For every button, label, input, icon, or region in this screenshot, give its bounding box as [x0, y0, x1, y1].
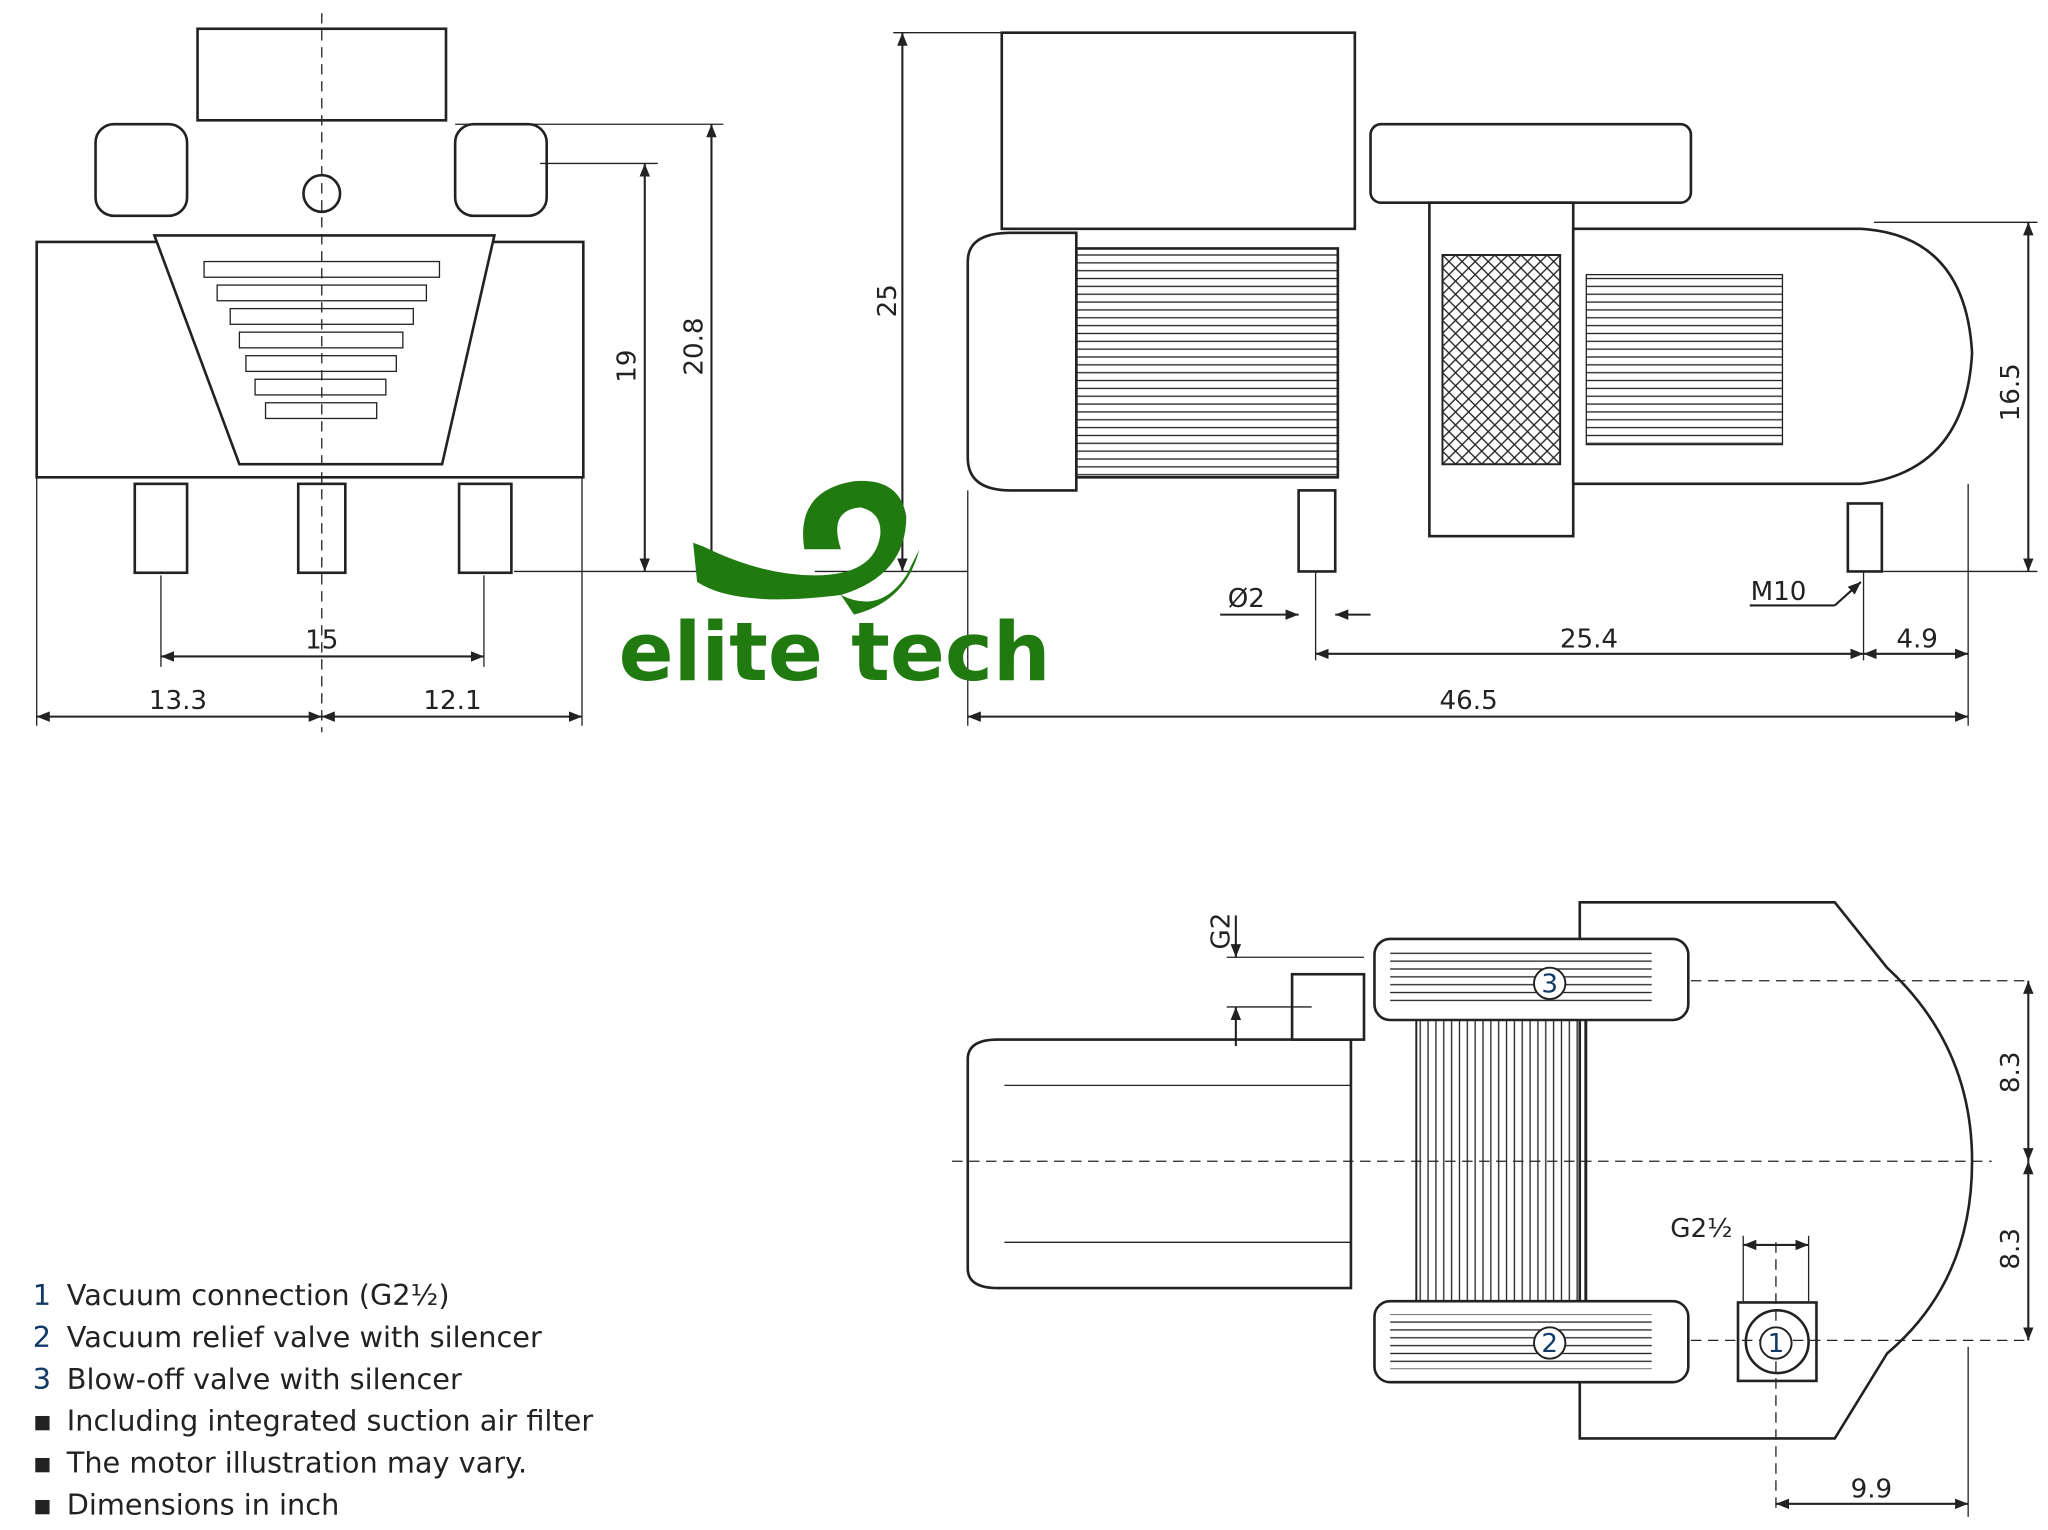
legend-item: Including integrated suction air filter: [67, 1404, 594, 1438]
callout-3: 3: [1541, 970, 1558, 1000]
dim-12-1: 12.1: [423, 686, 481, 716]
dim-13-3: 13.3: [149, 686, 207, 716]
dim-19: 19: [613, 350, 643, 383]
dim-g2: G2: [1206, 913, 1236, 950]
dim-25: 25: [873, 284, 903, 317]
elite-tech-logo: elite tech: [619, 480, 1051, 700]
legend-item: The motor illustration may vary.: [66, 1445, 527, 1479]
dim-20-8: 20.8: [679, 317, 709, 375]
legend-bullet: ▪: [33, 1404, 53, 1438]
dim-16-5: 16.5: [1996, 363, 2026, 421]
dim-15: 15: [305, 626, 338, 656]
legend-item: Vacuum connection (G2½): [67, 1278, 450, 1312]
label-m10: M10: [1751, 577, 1807, 607]
dim-8-3-lower: 8.3: [1996, 1228, 2026, 1270]
legend-bullet: ▪: [33, 1445, 53, 1479]
legend-marker: 2: [33, 1320, 51, 1354]
dim-4-9: 4.9: [1896, 624, 1938, 654]
legend-item: Dimensions in inch: [67, 1487, 340, 1521]
dim-9-9: 9.9: [1851, 1474, 1893, 1504]
legend-item: Blow-off valve with silencer: [67, 1362, 462, 1396]
logo-text: elite tech: [619, 606, 1051, 700]
dim-46-5: 46.5: [1440, 686, 1498, 716]
legend-item: Vacuum relief valve with silencer: [67, 1320, 542, 1354]
top-view: G2 8.3 8.3 G2½ 9.9 3 2 1: [952, 901, 2034, 1517]
front-view: 15 13.3 12.1 19 20.8: [35, 13, 737, 733]
callout-1: 1: [1768, 1329, 1785, 1359]
dim-g2-half: G2½: [1670, 1214, 1732, 1244]
dim-dia-2: Ø2: [1228, 584, 1265, 614]
legend: 1 Vacuum connection (G2½) 2 Vacuum relie…: [33, 1278, 594, 1521]
legend-marker: 1: [33, 1278, 51, 1312]
side-view: 25 16.5 Ø2 25.4 4.9 46.5 M10: [814, 31, 2038, 726]
callout-2: 2: [1541, 1329, 1558, 1359]
legend-bullet: ▪: [33, 1487, 53, 1521]
legend-marker: 3: [33, 1362, 51, 1396]
dim-25-4: 25.4: [1560, 624, 1618, 654]
dim-8-3-upper: 8.3: [1996, 1052, 2026, 1094]
